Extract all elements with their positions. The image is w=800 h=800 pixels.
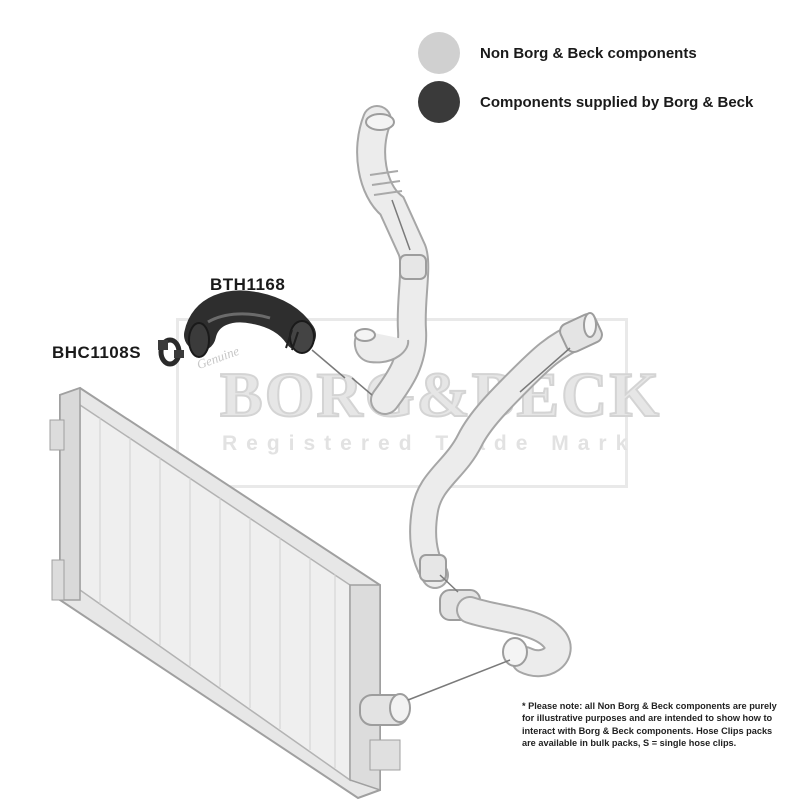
part-label-hose: BTH1168 [210,275,286,294]
legend-label: Components supplied by Borg & Beck [480,93,754,111]
part-label-clip: BHC1108S [52,343,142,362]
legend-item-non-supplied: Non Borg & Beck components [418,32,697,74]
disclaimer-note: * Please note: all Non Borg & Beck compo… [522,701,777,748]
legend-dark-dot-icon [418,81,460,123]
bhc1108s-clip [158,337,184,367]
bth1168-hose [184,290,316,358]
intercooler [49,386,411,800]
watermark-subtitle: Registered Trade Mark [222,432,637,455]
watermark-brand: BORG&BECK [219,358,662,431]
legend-grey-dot-icon [418,32,460,74]
legend-label: Non Borg & Beck components [480,44,697,62]
guide-lines [311,199,571,701]
legend-item-supplied: Components supplied by Borg & Beck [418,81,753,123]
throttle-pipe [409,312,603,678]
upper-intake-pipe [353,105,430,415]
